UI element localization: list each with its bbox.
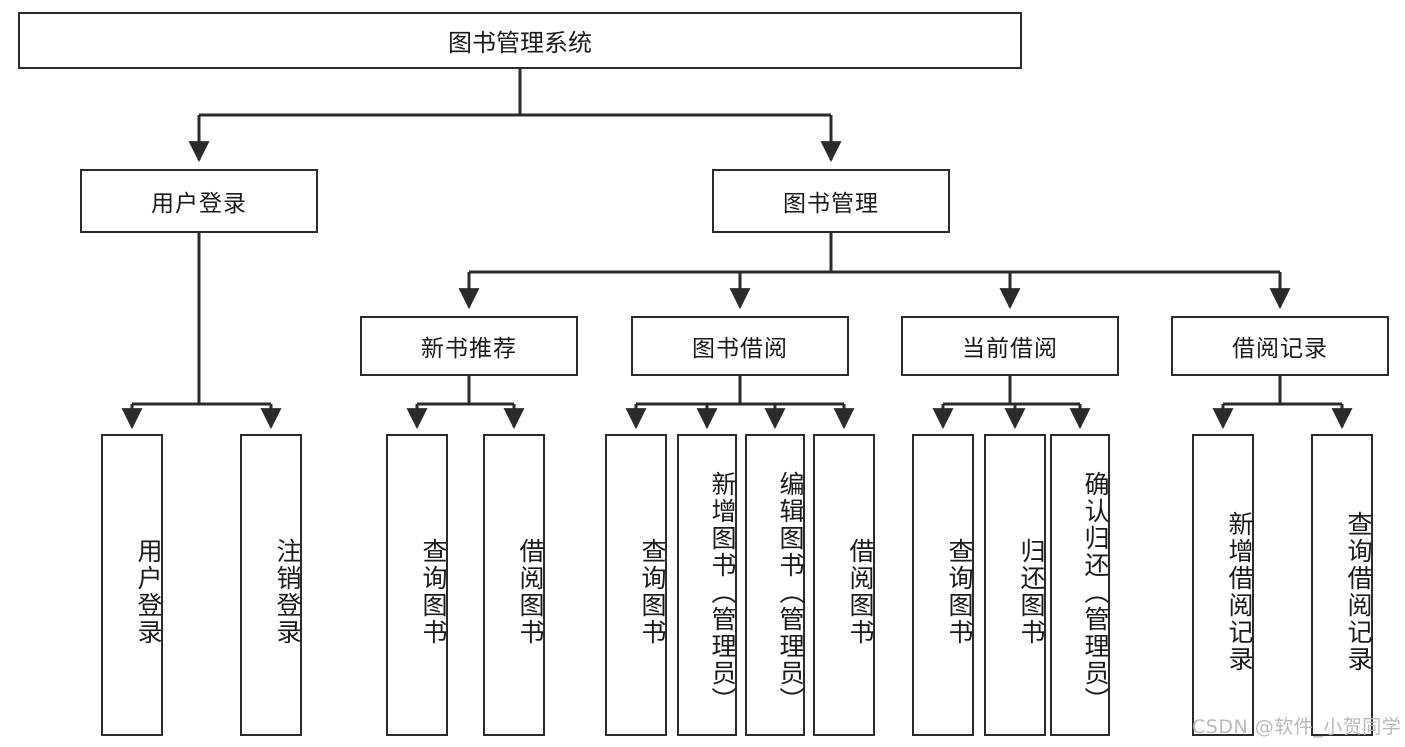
node-new-book-rec-label: 新书推荐 bbox=[421, 336, 517, 362]
node-leaf-add-record-label: 新增借阅记录 bbox=[1225, 511, 1254, 673]
node-root[interactable]: 图书管理系统 bbox=[18, 12, 1022, 69]
node-current-borrow[interactable]: 当前借阅 bbox=[901, 316, 1119, 376]
node-book-borrow-label: 图书借阅 bbox=[692, 336, 788, 362]
node-book-manage[interactable]: 图书管理 bbox=[712, 169, 950, 233]
node-leaf-query-book-3-label: 查询图书 bbox=[945, 538, 974, 646]
node-new-book-rec[interactable]: 新书推荐 bbox=[360, 316, 578, 376]
node-leaf-confirm-return-label: 确认归还（管理员） bbox=[1081, 470, 1110, 714]
node-root-label: 图书管理系统 bbox=[448, 29, 592, 57]
node-leaf-borrow-book-1[interactable]: 借阅图书 bbox=[483, 434, 545, 736]
node-book-manage-label: 图书管理 bbox=[783, 191, 879, 217]
node-current-borrow-label: 当前借阅 bbox=[962, 336, 1058, 362]
node-borrow-record[interactable]: 借阅记录 bbox=[1171, 316, 1389, 376]
watermark-text: CSDN @软件_小贺同学 bbox=[1192, 716, 1402, 738]
node-user-login-label: 用户登录 bbox=[151, 191, 247, 217]
node-borrow-record-label: 借阅记录 bbox=[1232, 336, 1328, 362]
node-leaf-add-record[interactable]: 新增借阅记录 bbox=[1192, 434, 1254, 736]
node-leaf-logout-label: 注销登录 bbox=[273, 538, 302, 646]
node-leaf-return-book[interactable]: 归还图书 bbox=[984, 434, 1046, 736]
node-user-login[interactable]: 用户登录 bbox=[80, 169, 318, 233]
node-leaf-borrow-book-2-label: 借阅图书 bbox=[846, 538, 875, 646]
node-leaf-logout[interactable]: 注销登录 bbox=[240, 434, 302, 736]
node-leaf-add-book-label: 新增图书（管理员） bbox=[708, 470, 737, 714]
node-leaf-user-login[interactable]: 用户登录 bbox=[101, 434, 163, 736]
node-leaf-edit-book-label: 编辑图书（管理员） bbox=[776, 470, 805, 714]
node-leaf-query-record-label: 查询借阅记录 bbox=[1344, 511, 1373, 673]
node-leaf-query-book-1-label: 查询图书 bbox=[419, 538, 448, 646]
node-leaf-borrow-book-2[interactable]: 借阅图书 bbox=[813, 434, 875, 736]
node-leaf-edit-book[interactable]: 编辑图书（管理员） bbox=[745, 434, 805, 736]
node-leaf-add-book[interactable]: 新增图书（管理员） bbox=[677, 434, 737, 736]
node-leaf-query-book-2-label: 查询图书 bbox=[638, 538, 667, 646]
node-leaf-return-book-label: 归还图书 bbox=[1017, 538, 1046, 646]
node-leaf-user-login-label: 用户登录 bbox=[134, 538, 163, 646]
node-book-borrow[interactable]: 图书借阅 bbox=[631, 316, 849, 376]
node-leaf-query-book-1[interactable]: 查询图书 bbox=[386, 434, 448, 736]
node-leaf-query-book-3[interactable]: 查询图书 bbox=[912, 434, 974, 736]
node-leaf-query-book-2[interactable]: 查询图书 bbox=[605, 434, 667, 736]
node-leaf-borrow-book-1-label: 借阅图书 bbox=[516, 538, 545, 646]
node-leaf-confirm-return[interactable]: 确认归还（管理员） bbox=[1050, 434, 1110, 736]
node-leaf-query-record[interactable]: 查询借阅记录 bbox=[1311, 434, 1373, 736]
